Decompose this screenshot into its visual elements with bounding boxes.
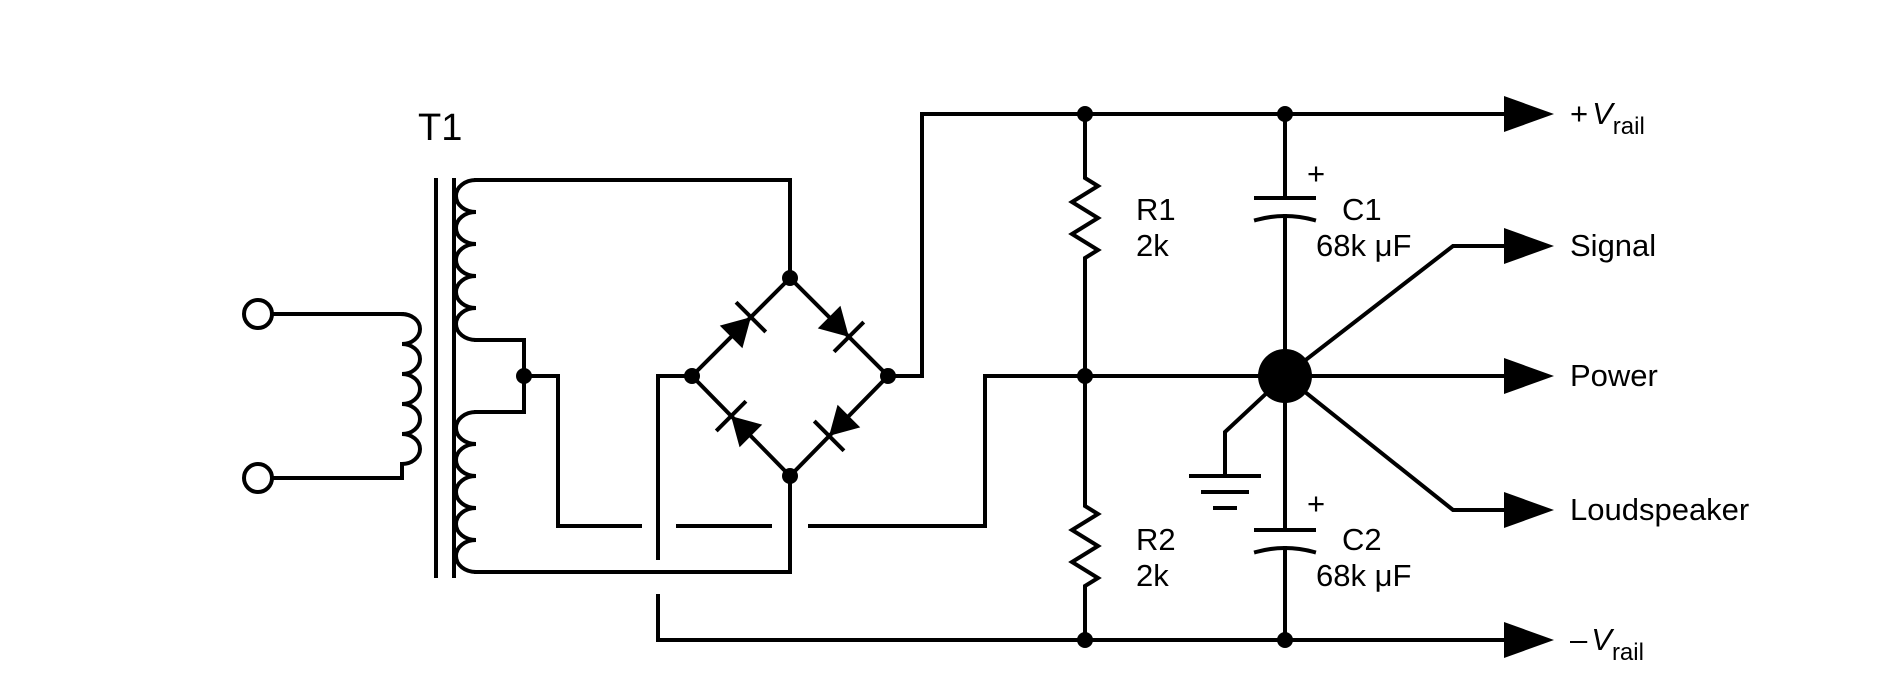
star-ground (1189, 244, 1512, 512)
diode-bottom-left (714, 399, 763, 448)
transformer-label: T1 (418, 107, 462, 149)
pos-rail-symbol: V (1592, 96, 1616, 131)
primary-winding (399, 311, 422, 480)
resistor-r2 (1068, 374, 1102, 642)
junction-dot (1077, 632, 1093, 648)
junction-dot (782, 270, 798, 286)
centre-tap-ground-wire (522, 374, 642, 528)
neg-rail-sign: – (1570, 622, 1588, 657)
c1-polarity: + (1307, 156, 1325, 191)
output-arrows (1504, 96, 1554, 658)
neg-rail-symbol: V (1591, 622, 1615, 657)
loudspeaker-ground-wire (1282, 373, 1512, 512)
bridge-negative-wire-lower (656, 594, 1087, 642)
secondary-top-wire (474, 178, 792, 280)
chassis-ground-wire (1223, 373, 1288, 478)
bridge-rectifier (689, 275, 891, 479)
pos-rail-sign: + (1570, 96, 1588, 131)
arrow-neg-rail-icon (1504, 622, 1554, 658)
ac-input-terminal-bottom[interactable] (242, 462, 274, 494)
neg-rail-label: –Vrail (1570, 622, 1644, 666)
output-labels: +Vrail Signal Power Loudspeaker –Vrail (1570, 96, 1749, 666)
secondary-winding-lower (454, 409, 479, 575)
rails (983, 112, 1512, 642)
secondary-bottom-wire (474, 474, 792, 574)
bridge-outline (689, 275, 891, 479)
junction-dot (1077, 106, 1093, 122)
diode-top-left (719, 300, 768, 349)
pos-rail-label: +Vrail (1570, 96, 1645, 140)
bridge-negative-wire (656, 374, 694, 560)
c2-value: 68k μF (1316, 558, 1411, 593)
neg-rail-subscript: rail (1612, 639, 1644, 666)
loudspeaker-label: Loudspeaker (1570, 492, 1749, 527)
r1-value: 2k (1136, 228, 1169, 263)
arrow-power-icon (1504, 358, 1554, 394)
junction-dot (1277, 106, 1293, 122)
ac-input-terminal-top[interactable] (242, 298, 274, 330)
c1-value: 68k μF (1316, 228, 1411, 263)
diode-top-right (817, 305, 866, 354)
junction-dot (1077, 368, 1093, 384)
junction-dot (684, 368, 700, 384)
arrow-signal-icon (1504, 228, 1554, 264)
signal-ground-wire (1282, 244, 1512, 379)
junctions (516, 106, 1293, 648)
r1-name: R1 (1136, 192, 1176, 227)
c2-polarity: + (1307, 486, 1325, 521)
r2-value: 2k (1136, 558, 1169, 593)
arrow-pos-rail-icon (1504, 96, 1554, 132)
secondary-wiring (474, 112, 1087, 642)
signal-label: Signal (1570, 228, 1656, 263)
junction-dot (782, 468, 798, 484)
r2-name: R2 (1136, 522, 1176, 557)
pos-rail-subscript: rail (1613, 113, 1645, 140)
capacitors: + C1 68k μF + C2 68k μF (1253, 112, 1411, 642)
junction-dot (516, 368, 532, 384)
arrow-loudspeaker-icon (1504, 492, 1554, 528)
centre-tap-ground-wire-3 (808, 374, 987, 528)
power-label: Power (1570, 358, 1658, 393)
bridge-positive-wire (886, 112, 1087, 378)
diode-bottom-right (812, 404, 861, 453)
transformer-t1: T1 (399, 107, 526, 578)
resistor-divider: R1 2k R2 2k (1068, 112, 1176, 642)
resistor-r1 (1068, 112, 1102, 378)
c1-name: C1 (1342, 192, 1382, 227)
ac-input (242, 298, 404, 494)
junction-dot (1277, 632, 1293, 648)
c2-name: C2 (1342, 522, 1382, 557)
star-ground-node (1258, 349, 1312, 403)
secondary-winding-upper (454, 177, 479, 343)
junction-dot (880, 368, 896, 384)
